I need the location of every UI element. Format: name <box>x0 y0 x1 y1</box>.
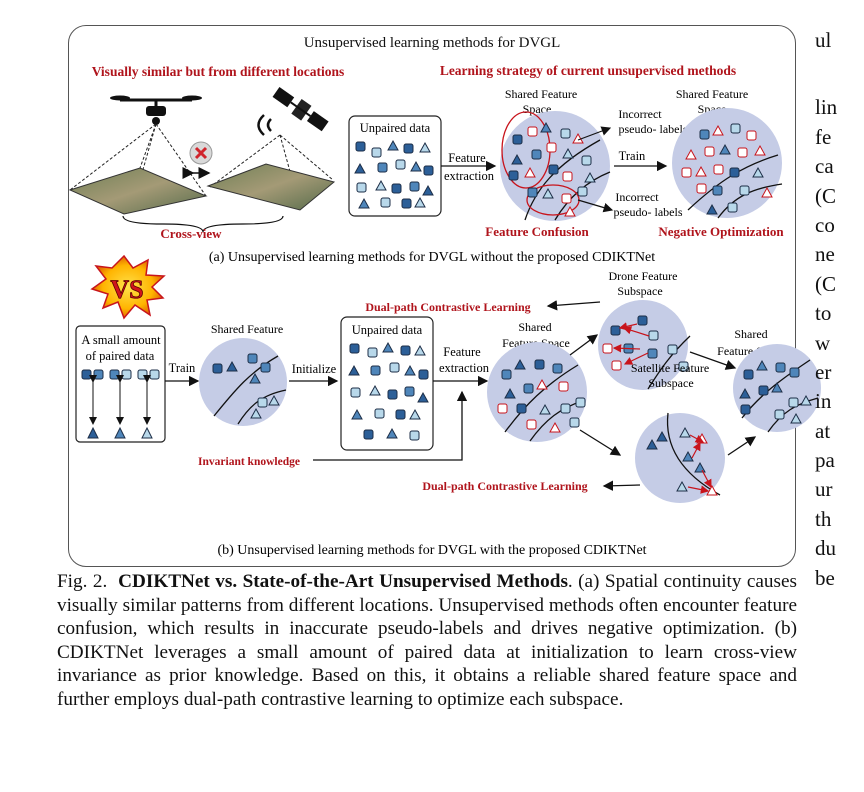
shared-space-label-top-right-1: Shared Feature <box>676 87 748 101</box>
paired-markers <box>81 369 160 439</box>
confused-markers <box>508 121 596 217</box>
train-label-top: Train <box>619 149 646 163</box>
satellite-subspace-label-1: Satellite Feature <box>631 361 709 375</box>
initialize-label: Initialize <box>292 362 337 376</box>
paired-data-label-1: A small amount <box>81 333 161 347</box>
vs-burst-icon: VS <box>90 254 166 320</box>
right-column-text: ul lin fe ca (C co ne (C to w er in at p… <box>815 26 864 593</box>
negative-optimized-space <box>672 108 782 218</box>
right-col-line: lin <box>815 95 838 120</box>
feature-extraction-top-1: Feature <box>448 151 486 165</box>
unpaired-markers-bottom <box>348 341 429 441</box>
shared-space-label-bottom-1: Shared Feature <box>211 322 283 336</box>
drone-icon <box>110 95 202 125</box>
satellite-subspace-label-2: Subspace <box>648 376 693 390</box>
shared-bottom-markers <box>497 358 586 433</box>
right-col-line: pa <box>815 448 835 473</box>
svg-text:VS: VS <box>110 275 143 304</box>
right-col-line: du <box>815 536 836 561</box>
negative-optimization-label: Negative Optimization <box>658 224 784 239</box>
right-col-line: co <box>815 212 835 237</box>
caption-title: CDIKTNet vs. State-of-the-Art Unsupervis… <box>118 571 568 592</box>
heading-visually-similar: Visually similar but from different loca… <box>92 64 345 79</box>
right-col-line: to <box>815 301 832 326</box>
right-col-line: fe <box>815 124 832 149</box>
drone-view-image <box>68 167 208 215</box>
caption-label: Fig. 2. <box>57 571 108 592</box>
unpaired-data-label-top: Unpaired data <box>360 121 431 135</box>
dual-path-label-top: Dual-path Contrastive Learning <box>365 300 530 314</box>
signal-icon <box>257 114 272 136</box>
satellite-subspace-markers <box>646 426 718 496</box>
caption-a: (a) Unsupervised learning methods for DV… <box>209 250 655 265</box>
incorrect-label-top-1: Incorrect <box>618 107 662 121</box>
right-col-line: (C <box>815 183 836 208</box>
right-col-line: er <box>815 359 832 384</box>
feature-extraction-top-2: extraction <box>444 169 495 183</box>
right-col-line: ur <box>815 477 833 502</box>
paired-data-label-2: of paired data <box>86 349 155 363</box>
feature-extraction-bottom-1: Feature <box>443 345 481 359</box>
shared-label-1: Shared <box>518 320 551 334</box>
final-space-markers <box>739 359 812 424</box>
figure-caption: Fig. 2. CDIKTNet vs. State-of-the-Art Un… <box>57 570 797 712</box>
right-col-line: ne <box>815 242 835 267</box>
unpaired-data-label-bottom: Unpaired data <box>352 323 423 337</box>
incorrect-label-top-2: pseudo- labels <box>619 122 688 136</box>
invariant-markers <box>212 353 280 419</box>
right-col-line: ul <box>815 28 832 52</box>
right-col-line: th <box>815 506 832 531</box>
negative-markers <box>681 123 773 215</box>
caption-b: (b) Unsupervised learning methods for DV… <box>217 543 646 558</box>
cross-view-label: Cross-view <box>160 226 222 241</box>
right-col-line: ca <box>815 154 834 179</box>
right-col-line: be <box>815 565 835 590</box>
final-shared-label-1: Shared <box>734 327 767 341</box>
heading-learning-strategy: Learning strategy of current unsupervise… <box>440 63 736 78</box>
feature-confusion-label: Feature Confusion <box>485 224 589 239</box>
incorrect-label-bottom-1: Incorrect <box>615 190 659 204</box>
dual-path-label-bottom: Dual-path Contrastive Learning <box>422 479 587 493</box>
right-col-line: in <box>815 389 832 414</box>
figure-diagram: Unsupervised learning methods for DVGL V… <box>68 35 821 558</box>
unpaired-markers-top <box>354 139 434 209</box>
train-label-bottom: Train <box>169 361 196 375</box>
satellite-icon <box>272 87 329 132</box>
satellite-view-image <box>206 163 336 211</box>
drone-subspace-label-1: Drone Feature <box>609 269 678 283</box>
feature-extraction-bottom-2: extraction <box>439 361 490 375</box>
figure-title: Unsupervised learning methods for DVGL <box>304 35 561 51</box>
shared-space-label-top-1: Shared Feature <box>505 87 577 101</box>
right-col-line: at <box>815 418 831 443</box>
incorrect-label-bottom-2: pseudo- labels <box>614 205 683 219</box>
caption-body: . (a) Spatial continuity causes visually… <box>57 571 797 710</box>
invariant-knowledge-label: Invariant knowledge <box>198 456 300 468</box>
right-col-line: (C <box>815 271 836 296</box>
right-col-line: w <box>815 330 831 355</box>
drone-subspace-label-2: Subspace <box>617 284 662 298</box>
